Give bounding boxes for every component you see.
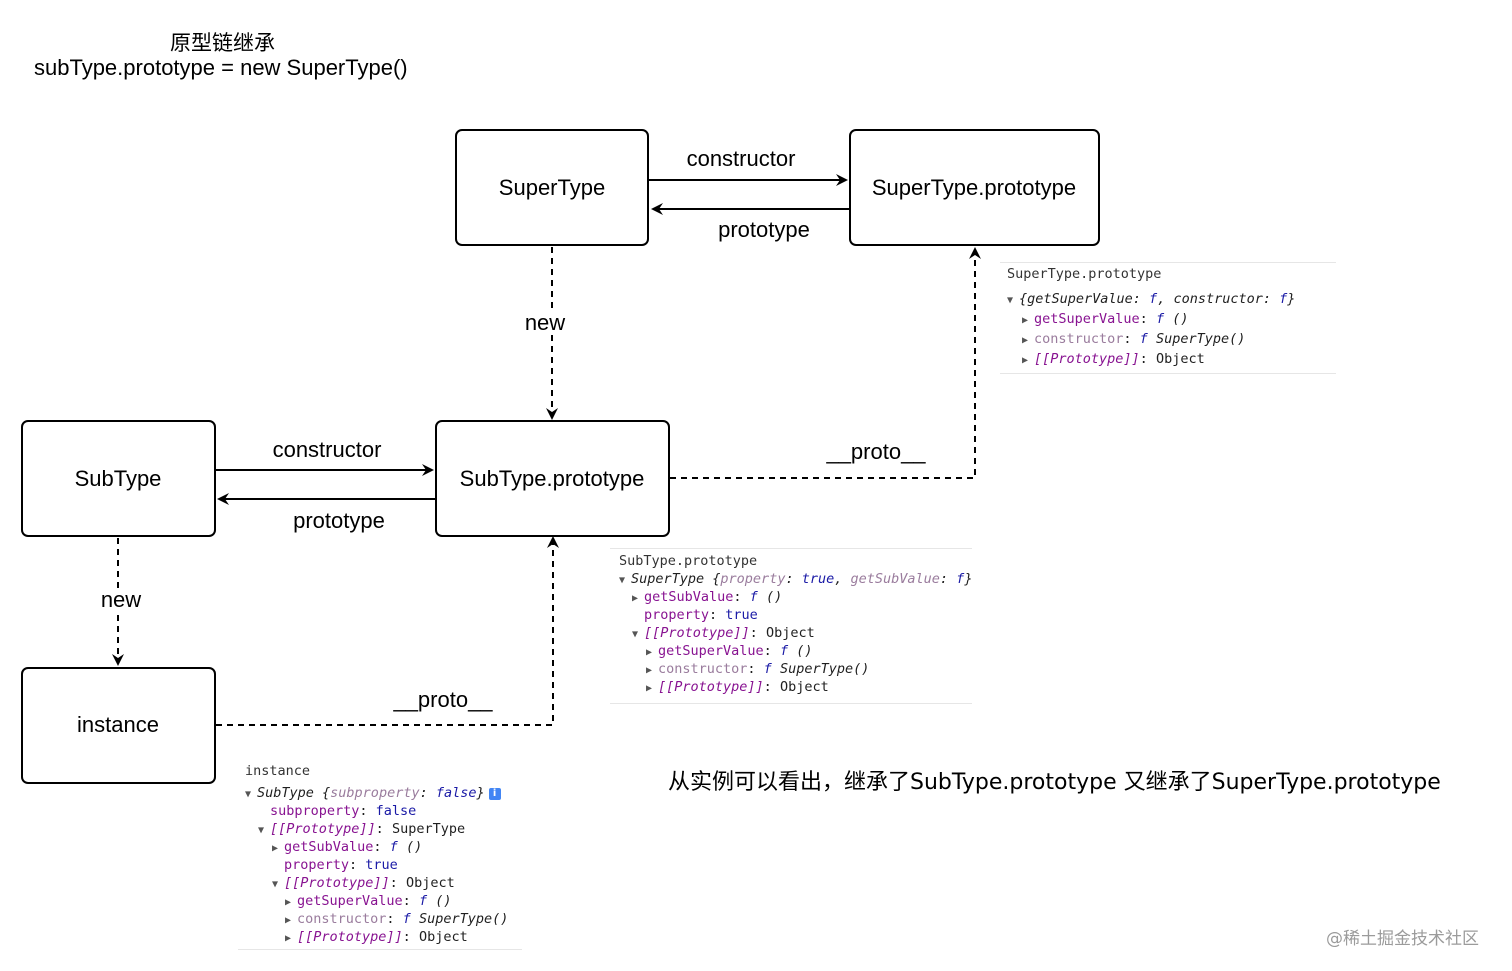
console-row[interactable]: ▶getSubValue: f () xyxy=(610,588,972,606)
console-row[interactable]: ▶constructor: f SuperType() xyxy=(610,660,972,678)
label-sub-prototype: prototype xyxy=(293,508,385,533)
node-supertype-label: SuperType xyxy=(499,175,605,200)
node-instance-label: instance xyxy=(77,712,159,737)
node-subtype-label: SubType xyxy=(75,466,162,491)
console-subtype-prototype: SubType.prototype ▼SuperType {property: … xyxy=(610,548,972,704)
console-heading: SubType.prototype xyxy=(619,553,758,569)
node-supertype-prototype-label: SuperType.prototype xyxy=(872,175,1076,200)
label-super-new: new xyxy=(525,310,565,335)
label-instance-proto: __proto__ xyxy=(392,687,493,712)
node-subtype: SubType xyxy=(21,420,216,537)
watermark: @稀土掘金技术社区 xyxy=(1326,929,1479,949)
console-row[interactable]: ▶getSubValue: f () xyxy=(238,838,522,856)
collapsed-triangle-icon: ▶ xyxy=(632,593,639,604)
expanded-triangle-icon: ▼ xyxy=(272,879,279,890)
node-supertype-prototype: SuperType.prototype xyxy=(849,129,1100,246)
console-heading: SuperType.prototype xyxy=(1007,266,1162,282)
console-row[interactable]: ▶[[Prototype]]: Object xyxy=(238,928,522,946)
collapsed-triangle-icon: ▶ xyxy=(646,647,653,658)
expanded-triangle-icon: ▼ xyxy=(632,629,639,640)
console-summary[interactable]: ▼SubType {subproperty: false}i xyxy=(238,784,522,802)
node-subtype-prototype-label: SubType.prototype xyxy=(460,466,645,491)
label-sub-new: new xyxy=(101,587,141,612)
conclusion-text: 从实例可以看出，继承了SubType.prototype 又继承了SuperTy… xyxy=(668,770,1441,795)
console-row[interactable]: ▶constructor: f SuperType() xyxy=(238,910,522,928)
label-super-prototype: prototype xyxy=(718,217,810,242)
collapsed-triangle-icon: ▶ xyxy=(646,665,653,676)
label-subproto-proto: __proto__ xyxy=(825,439,926,464)
console-row[interactable]: ▼[[Prototype]]: Object xyxy=(610,624,972,642)
edge-subproto-proto xyxy=(670,247,981,479)
collapsed-triangle-icon: ▶ xyxy=(272,843,279,854)
console-row[interactable]: ▼[[Prototype]]: SuperType xyxy=(238,820,522,838)
expanded-triangle-icon: ▼ xyxy=(258,825,265,836)
console-row: property: true xyxy=(644,607,758,623)
console-heading: instance xyxy=(245,763,311,779)
code-statement: subType.prototype = new SuperType() xyxy=(34,55,408,80)
info-icon[interactable]: i xyxy=(488,788,501,800)
label-sub-constructor: constructor xyxy=(273,437,382,462)
console-row[interactable]: ▶[[Prototype]]: Object xyxy=(610,678,972,696)
console-row[interactable]: ▶getSuperValue: f () xyxy=(1000,310,1336,328)
collapsed-triangle-icon: ▶ xyxy=(1022,335,1029,346)
collapsed-triangle-icon: ▶ xyxy=(1022,315,1029,326)
console-instance: instance ▼SubType {subproperty: false}i … xyxy=(238,760,522,950)
collapsed-triangle-icon: ▶ xyxy=(285,933,292,944)
node-instance: instance xyxy=(21,667,216,784)
console-row: property: true xyxy=(284,857,398,873)
label-super-constructor: constructor xyxy=(687,146,796,171)
console-row[interactable]: ▶getSuperValue: f () xyxy=(238,892,522,910)
console-summary[interactable]: ▼{getSuperValue: f, constructor: f} xyxy=(1000,290,1336,308)
collapsed-triangle-icon: ▶ xyxy=(285,915,292,926)
console-row[interactable]: ▶getSuperValue: f () xyxy=(610,642,972,660)
collapsed-triangle-icon: ▶ xyxy=(285,897,292,908)
expanded-triangle-icon: ▼ xyxy=(1007,295,1014,306)
edge-instance-proto xyxy=(216,536,559,726)
expanded-triangle-icon: ▼ xyxy=(245,789,252,800)
page-title: 原型链继承 xyxy=(170,31,275,55)
collapsed-triangle-icon: ▶ xyxy=(1022,355,1029,366)
collapsed-triangle-icon: ▶ xyxy=(646,683,653,694)
console-summary[interactable]: ▼SuperType {property: true, getSubValue:… xyxy=(610,570,972,588)
console-row[interactable]: ▶[[Prototype]]: Object xyxy=(1000,350,1336,368)
node-supertype: SuperType xyxy=(455,129,649,246)
expanded-triangle-icon: ▼ xyxy=(619,575,626,586)
console-row: subproperty: false xyxy=(270,803,417,819)
node-subtype-prototype: SubType.prototype xyxy=(435,420,670,537)
console-row[interactable]: ▶constructor: f SuperType() xyxy=(1000,330,1336,348)
console-supertype-prototype: SuperType.prototype ▼{getSuperValue: f, … xyxy=(1000,262,1336,374)
console-row[interactable]: ▼[[Prototype]]: Object xyxy=(238,874,522,892)
